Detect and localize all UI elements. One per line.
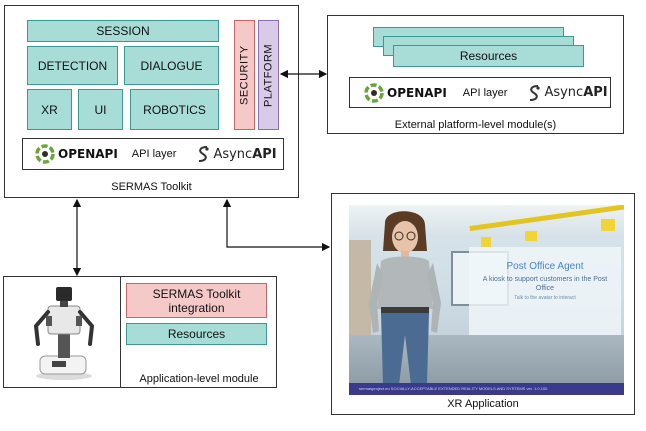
ui-module: UI: [78, 89, 123, 130]
openapi-logo: OPENAPI: [35, 144, 118, 164]
sign: [481, 237, 491, 247]
xr-application-caption: XR Application: [447, 398, 519, 410]
session-module: SESSION: [27, 20, 219, 42]
agent-subtitle: A kiosk to support customers in the Post…: [482, 276, 608, 292]
robotics-module: ROBOTICS: [130, 89, 219, 130]
api-layer-label: API layer: [131, 148, 177, 160]
openapi-text: OPENAPI: [58, 147, 118, 161]
toolkit-integration-box: SERMAS Toolkit integration: [126, 283, 267, 318]
avatar-figure: [369, 211, 441, 385]
toolkit-xr-arrow: [222, 198, 331, 252]
info-panel: Post Office Agent A kiosk to support cus…: [469, 247, 621, 335]
dialogue-module: DIALOGUE: [124, 46, 219, 85]
asyncapi-icon: [530, 84, 541, 101]
xr-screenshot: Post Office Agent A kiosk to support cus…: [349, 205, 624, 395]
agent-hint: Talk to the avatar to interact: [514, 295, 576, 301]
status-bar-text: sermasproject.eu SOCIALLY-ACCEPTABLE EXT…: [359, 386, 548, 391]
toolkit-caption: SERMAS Toolkit: [111, 181, 192, 193]
robot-photo-divider: [120, 277, 121, 387]
asyncapi-text: AsyncAPI: [544, 85, 608, 100]
xr-status-bar: sermasproject.eu SOCIALLY-ACCEPTABLE EXT…: [349, 383, 624, 395]
openapi-logo: OPENAPI: [364, 82, 447, 103]
toolkit-integration-label: SERMAS Toolkit integration: [152, 286, 241, 315]
asyncapi-logo: AsyncAPI: [527, 84, 608, 102]
api-layer-label: API layer: [462, 86, 508, 99]
asyncapi-logo: AsyncAPI: [196, 145, 277, 163]
robot-image: [33, 287, 95, 380]
openapi-icon: [35, 144, 55, 164]
asyncapi-text: AsyncAPI: [213, 146, 277, 162]
window: [349, 240, 371, 350]
openapi-icon: [364, 82, 384, 103]
asyncapi-icon: [199, 146, 210, 162]
detection-module: DETECTION: [27, 46, 118, 85]
agent-title: Post Office Agent: [506, 261, 584, 272]
sign: [601, 219, 615, 231]
xr-module: XR: [27, 89, 72, 130]
external-caption: External platform-level module(s): [394, 119, 557, 131]
external-api-layer: OPENAPI API layer AsyncAPI: [349, 77, 611, 108]
toolkit-api-layer: OPENAPI API layer AsyncAPI: [22, 138, 284, 170]
openapi-text: OPENAPI: [387, 85, 447, 100]
sign: [525, 231, 537, 241]
application-caption: Application-level module: [139, 373, 259, 385]
external-resources-box: Resources: [393, 45, 584, 67]
application-resources-box: Resources: [126, 323, 267, 345]
